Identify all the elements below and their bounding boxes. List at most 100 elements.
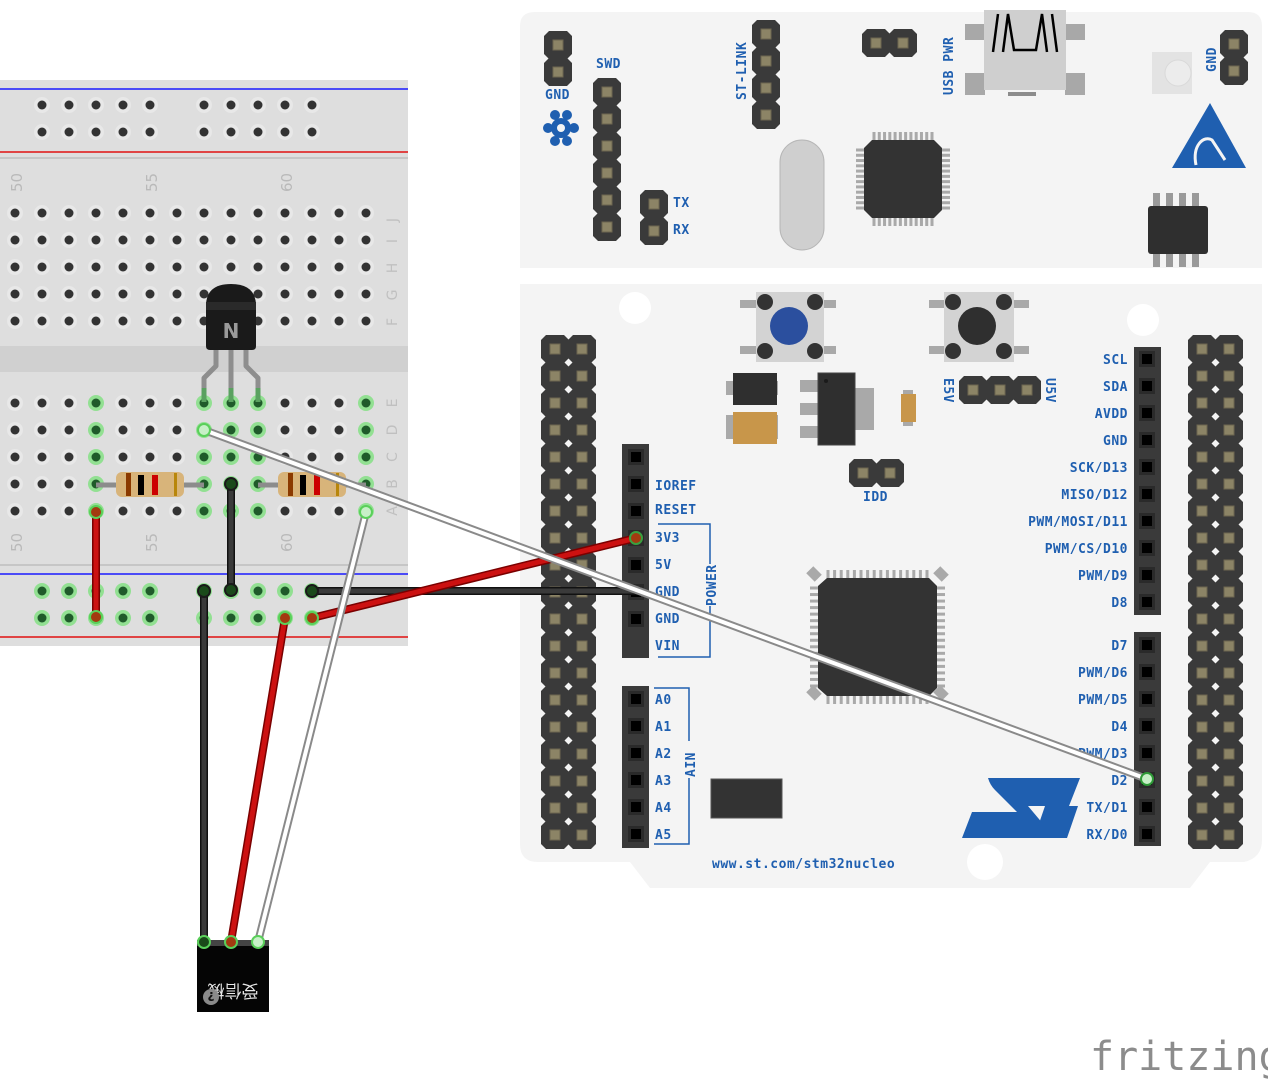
- socket[interactable]: [1139, 378, 1155, 394]
- breadboard-hole[interactable]: [34, 503, 50, 519]
- header-pin[interactable]: [1215, 470, 1243, 498]
- breadboard-hole[interactable]: [88, 259, 104, 275]
- breadboard-hole[interactable]: [142, 449, 158, 465]
- breadboard-hole[interactable]: [7, 205, 23, 221]
- header-pin[interactable]: [986, 376, 1014, 404]
- header-pin[interactable]: [568, 767, 596, 795]
- breadboard-hole[interactable]: [304, 395, 320, 411]
- breadboard-hole[interactable]: [61, 449, 77, 465]
- breadboard-hole[interactable]: [34, 395, 50, 411]
- breadboard-hole[interactable]: [7, 503, 23, 519]
- breadboard-hole[interactable]: [34, 610, 50, 626]
- breadboard-hole[interactable]: [304, 205, 320, 221]
- header-pin[interactable]: [1188, 713, 1216, 741]
- breadboard-hole[interactable]: [61, 232, 77, 248]
- header-pin[interactable]: [752, 47, 780, 75]
- breadboard-hole[interactable]: [169, 232, 185, 248]
- header-pin[interactable]: [1188, 632, 1216, 660]
- breadboard-hole[interactable]: [331, 205, 347, 221]
- breadboard-hole[interactable]: [142, 610, 158, 626]
- header-pin[interactable]: [568, 821, 596, 849]
- breadboard-hole[interactable]: [88, 422, 104, 438]
- breadboard-hole[interactable]: [223, 449, 239, 465]
- header-pin[interactable]: [1215, 578, 1243, 606]
- breadboard-hole[interactable]: [142, 313, 158, 329]
- board-url[interactable]: www.st.com/stm32nucleo: [712, 857, 895, 872]
- breadboard-hole[interactable]: [115, 583, 131, 599]
- socket[interactable]: [1139, 540, 1155, 556]
- header-pin[interactable]: [1215, 389, 1243, 417]
- socket[interactable]: [1139, 432, 1155, 448]
- header-pin[interactable]: [1188, 497, 1216, 525]
- breadboard-hole[interactable]: [250, 97, 266, 113]
- breadboard-hole[interactable]: [115, 124, 131, 140]
- header-pin[interactable]: [1215, 605, 1243, 633]
- breadboard-hole[interactable]: [250, 610, 266, 626]
- breadboard-hole[interactable]: [34, 286, 50, 302]
- breadboard-hole[interactable]: [61, 610, 77, 626]
- header-pin[interactable]: [544, 31, 572, 59]
- breadboard-hole[interactable]: [196, 503, 212, 519]
- breadboard-hole[interactable]: [331, 422, 347, 438]
- resistor-r1[interactable]: [96, 472, 204, 497]
- header-pin[interactable]: [1188, 443, 1216, 471]
- header-pin[interactable]: [568, 443, 596, 471]
- breadboard-hole[interactable]: [250, 422, 266, 438]
- breadboard-hole[interactable]: [331, 232, 347, 248]
- breadboard-hole[interactable]: [358, 449, 374, 465]
- header-pin[interactable]: [1188, 335, 1216, 363]
- socket[interactable]: [628, 503, 644, 519]
- header-pin[interactable]: [1188, 578, 1216, 606]
- breadboard-hole[interactable]: [142, 205, 158, 221]
- breadboard-hole[interactable]: [61, 205, 77, 221]
- socket[interactable]: [628, 745, 644, 761]
- socket[interactable]: [628, 799, 644, 815]
- breadboard-hole[interactable]: [250, 124, 266, 140]
- breadboard-hole[interactable]: [61, 286, 77, 302]
- header-pin[interactable]: [1220, 30, 1248, 58]
- breadboard-hole[interactable]: [196, 205, 212, 221]
- breadboard-hole[interactable]: [358, 395, 374, 411]
- header-pin[interactable]: [541, 740, 569, 768]
- breadboard-hole[interactable]: [142, 286, 158, 302]
- breadboard-hole[interactable]: [142, 422, 158, 438]
- header-pin[interactable]: [862, 29, 890, 57]
- usb-connector[interactable]: [965, 10, 1085, 96]
- breadboard-hole[interactable]: [304, 286, 320, 302]
- breadboard-hole[interactable]: [223, 610, 239, 626]
- header-pin[interactable]: [1188, 740, 1216, 768]
- breadboard-hole[interactable]: [142, 232, 158, 248]
- morpho-header-left[interactable]: [541, 335, 596, 849]
- header-pin[interactable]: [1188, 416, 1216, 444]
- breadboard-hole[interactable]: [115, 259, 131, 275]
- header-pin[interactable]: [1188, 524, 1216, 552]
- breadboard-hole[interactable]: [34, 97, 50, 113]
- breadboard-hole[interactable]: [34, 259, 50, 275]
- user-button[interactable]: [740, 292, 836, 362]
- breadboard-hole[interactable]: [61, 422, 77, 438]
- breadboard-hole[interactable]: [7, 422, 23, 438]
- breadboard-hole[interactable]: [331, 395, 347, 411]
- header-pin[interactable]: [876, 459, 904, 487]
- breadboard-hole[interactable]: [358, 286, 374, 302]
- breadboard-hole[interactable]: [115, 232, 131, 248]
- header-pin[interactable]: [568, 416, 596, 444]
- breadboard-hole[interactable]: [250, 503, 266, 519]
- breadboard-hole[interactable]: [277, 395, 293, 411]
- reset-button[interactable]: [929, 292, 1029, 362]
- breadboard-hole[interactable]: [88, 97, 104, 113]
- breadboard-hole[interactable]: [115, 313, 131, 329]
- header-pin[interactable]: [1215, 335, 1243, 363]
- breadboard-hole[interactable]: [34, 232, 50, 248]
- header-pin[interactable]: [1188, 551, 1216, 579]
- breadboard-hole[interactable]: [61, 476, 77, 492]
- header-pin[interactable]: [541, 524, 569, 552]
- header-pin[interactable]: [752, 20, 780, 48]
- header-pin[interactable]: [541, 767, 569, 795]
- breadboard-hole[interactable]: [304, 97, 320, 113]
- socket[interactable]: [1139, 799, 1155, 815]
- header-pin[interactable]: [568, 794, 596, 822]
- user-button-cap[interactable]: [770, 307, 808, 345]
- header-pin[interactable]: [1215, 821, 1243, 849]
- breadboard-hole[interactable]: [304, 232, 320, 248]
